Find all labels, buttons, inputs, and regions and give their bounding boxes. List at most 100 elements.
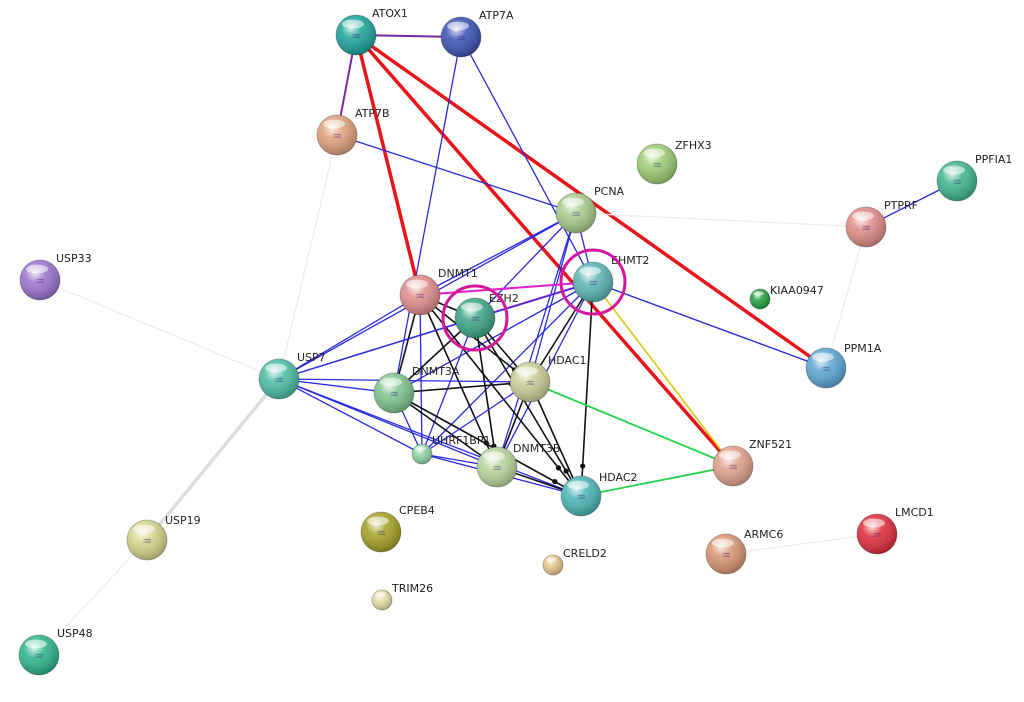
edge-hdac1-znf521 — [529, 381, 734, 467]
highlight-layer — [441, 248, 627, 352]
protein-structure-icon: ♒ — [821, 363, 831, 376]
edge-dnmt3a-hdac1 — [393, 381, 531, 394]
node-usp48[interactable]: ♒USP48 — [18, 627, 93, 676]
protein-structure-icon: ♒ — [571, 208, 581, 221]
edge-hdac1-hdac2 — [529, 381, 582, 497]
node-label: HDAC1 — [548, 354, 587, 367]
node-highlight — [375, 592, 386, 597]
node-highlight — [323, 119, 345, 129]
edge-atp7b-pcna — [336, 134, 577, 214]
node-highlight — [852, 211, 874, 221]
edge-ehmt2-hdac2 — [580, 281, 594, 497]
node-trim26[interactable]: TRIM26 — [371, 582, 433, 611]
node-highlight — [447, 21, 469, 31]
protein-structure-icon: ♒ — [274, 374, 284, 387]
node-usp33[interactable]: ♒USP33 — [19, 252, 92, 301]
node-pcna[interactable]: ♒PCNA — [555, 185, 625, 234]
node-usp7[interactable]: ♒ USP7 — [258, 351, 326, 400]
node-label: DNMT1 — [438, 267, 478, 280]
protein-structure-icon: ♒ — [721, 549, 731, 562]
node-label: ATOX1 — [372, 7, 408, 20]
node-highlight — [643, 148, 665, 158]
node-uhrf1bp1[interactable]: UHRF1BP1 — [411, 434, 490, 465]
edge-pcna-dnmt1 — [419, 212, 577, 296]
node-highlight — [461, 302, 483, 312]
edge-usp7-usp19 — [145, 377, 281, 542]
edge-ezh2-uhrf1bp1 — [421, 317, 476, 455]
edge-hdac2-znf521 — [580, 465, 734, 497]
protein-structure-icon: ♒ — [492, 462, 502, 475]
node-label: USP7 — [297, 351, 326, 364]
node-label: ZFHX3 — [675, 139, 712, 152]
edge-dnmt1-usp7 — [278, 294, 421, 380]
node-highlight — [863, 518, 885, 528]
protein-structure-icon: ♒ — [332, 130, 342, 143]
node-highlight — [943, 165, 965, 175]
protein-structure-icon: ♒ — [576, 491, 586, 504]
node-hdac1[interactable]: ♒ HDAC1 — [509, 354, 587, 403]
node-ppfia1[interactable]: ♒PPFIA1 — [936, 153, 1012, 202]
protein-structure-icon: ♒ — [389, 388, 399, 401]
node-cpeb4[interactable]: ♒CPEB4 — [360, 504, 435, 553]
node-ezh2[interactable]: ♒EZH2 — [454, 292, 519, 339]
node-dnmt3a[interactable]: ♒ DNMT3A — [373, 365, 460, 414]
node-label: TRIM26 — [391, 582, 433, 595]
node-label: CPEB4 — [399, 504, 435, 517]
node-highlight — [483, 451, 505, 461]
protein-structure-icon: ♒ — [35, 275, 45, 288]
protein-structure-icon: ♒ — [351, 30, 361, 43]
node-ppm1a[interactable]: ♒PPM1A — [805, 342, 882, 389]
node-creld2[interactable]: CRELD2 — [542, 547, 607, 576]
node-highlight — [712, 538, 734, 548]
node-atp7b[interactable]: ♒ ATP7B — [316, 107, 390, 156]
node-label: DNMT3A — [412, 365, 460, 378]
edge-atox1-dnmt1 — [354, 33, 422, 297]
edge-endpoint-marker — [563, 468, 569, 474]
edge-ptprf-ppm1a — [825, 226, 867, 369]
node-hdac2[interactable]: ♒ HDAC2 — [560, 471, 638, 517]
node-atp7a[interactable]: ♒ATP7A — [440, 9, 514, 58]
node-label: HDAC2 — [599, 471, 638, 484]
node-highlight — [25, 639, 47, 649]
edge-endpoint-marker — [580, 463, 586, 469]
node-dnmt3b[interactable]: ♒DNMT3B — [476, 442, 560, 488]
edge-pcna-ptprf — [575, 212, 867, 228]
node-highlight — [753, 291, 764, 296]
protein-structure-icon: ♒ — [728, 461, 738, 474]
node-label: KIAA0947 — [770, 284, 824, 297]
node-kiaa0947[interactable]: KIAA0947 — [749, 284, 824, 310]
protein-structure-icon: ♒ — [588, 277, 598, 290]
edge-ehmt2-znf521 — [592, 281, 734, 467]
node-ptprf[interactable]: ♒ PTPRF — [845, 199, 918, 248]
node-highlight — [342, 19, 364, 29]
node-ehmt2[interactable]: ♒EHMT2 — [572, 254, 649, 303]
edge-ehmt2-dnmt1 — [419, 281, 594, 296]
node-zfhx3[interactable]: ♒ ZFHX3 — [636, 139, 712, 185]
node-label: ZNF521 — [749, 438, 792, 451]
node-label: ARMC6 — [744, 528, 783, 541]
protein-structure-icon: ♒ — [861, 222, 871, 235]
node-lmcd1[interactable]: ♒LMCD1 — [856, 506, 934, 555]
protein-structure-icon: ♒ — [652, 159, 662, 172]
node-atox1[interactable]: ♒ ATOX1 — [335, 7, 408, 56]
node-highlight — [567, 480, 589, 490]
node-label: ATP7B — [355, 107, 390, 120]
edge-endpoint-marker — [555, 465, 562, 471]
edge-usp7-usp33 — [39, 279, 280, 380]
node-znf521[interactable]: ♒ ZNF521 — [712, 438, 792, 487]
node-usp19[interactable]: ♒USP19 — [126, 514, 201, 561]
edge-usp7-hdac2 — [278, 378, 582, 497]
node-armc6[interactable]: ♒ ARMC6 — [705, 528, 783, 575]
node-highlight — [562, 197, 584, 207]
edge-ehmt2-uhrf1bp1 — [421, 281, 594, 455]
edge-usp19-usp48 — [38, 539, 148, 656]
node-dnmt1[interactable]: ♒DNMT1 — [399, 267, 478, 316]
edge-pcna-ezh2 — [474, 212, 577, 319]
edge-atp7a-ehmt2 — [460, 36, 594, 283]
node-label: CRELD2 — [563, 547, 607, 560]
node-highlight — [367, 516, 389, 526]
protein-structure-icon: ♒ — [525, 377, 535, 390]
node-label: PTPRF — [884, 199, 918, 212]
edge-ezh2-hdac2 — [474, 317, 582, 497]
